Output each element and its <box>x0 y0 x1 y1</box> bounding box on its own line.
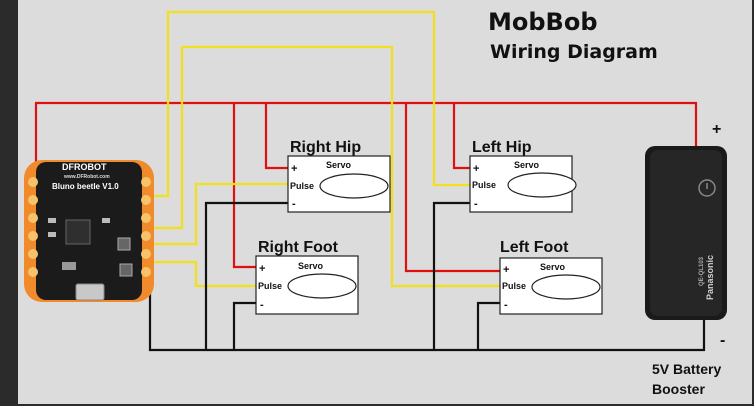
mcu-chip <box>65 219 91 245</box>
minus-pin-label: - <box>474 198 478 210</box>
servo-name: Left Hip <box>472 139 532 156</box>
servo-right-foot: Right Foot Servo + Pulse - <box>255 239 359 315</box>
battery-label-line1: 5V Battery <box>652 361 721 377</box>
minus-pin-label: - <box>260 299 264 311</box>
pulse-pin-label: Pulse <box>472 180 496 190</box>
servo-type-label: Servo <box>298 261 324 271</box>
battery-model: QE-QL103 <box>699 256 705 286</box>
plus-pin-label: + <box>291 163 297 175</box>
servo-name: Right Hip <box>290 139 361 156</box>
board-model: Bluno beetle V1.0 <box>52 182 119 191</box>
battery-plus-label: + <box>712 121 721 138</box>
servo-type-label: Servo <box>326 160 352 170</box>
servo-left-foot: Left Foot Servo + Pulse - <box>499 239 603 315</box>
plus-pin-label: + <box>259 263 265 275</box>
pulse-pin-label: Pulse <box>290 181 314 191</box>
plus-pin-label: + <box>503 264 509 276</box>
pulse-pin-label: Pulse <box>502 281 526 291</box>
pulse-pin-label: Pulse <box>258 281 282 291</box>
minus-pin-label: - <box>504 299 508 311</box>
servo-name: Right Foot <box>258 239 339 256</box>
plus-pin-label: + <box>473 163 479 175</box>
ground-wires <box>148 201 706 352</box>
diagram-subtitle: Wiring Diagram <box>490 41 658 63</box>
bluno-board: DFROBOT www.DFRobot.com Bluno beetle V1.… <box>24 160 154 302</box>
board-brand: DFROBOT <box>62 162 107 172</box>
battery-booster: Panasonic QE-QL103 + - 5V Battery Booste… <box>645 121 727 397</box>
battery-label-line2: Booster <box>652 381 705 397</box>
board-url: www.DFRobot.com <box>63 174 110 180</box>
signal-wires <box>150 10 500 288</box>
power-wires <box>34 101 698 273</box>
servo-type-label: Servo <box>540 262 566 272</box>
usb-port <box>75 283 105 301</box>
servo-left-hip: Left Hip Servo + Pulse - <box>469 139 577 213</box>
servo-type-label: Servo <box>514 160 540 170</box>
power-button-icon <box>698 179 716 197</box>
battery-brand: Panasonic <box>705 255 715 300</box>
minus-pin-label: - <box>292 198 296 210</box>
diagram-title: MobBob <box>488 8 598 36</box>
servo-name: Left Foot <box>500 239 569 256</box>
servo-right-hip: Right Hip Servo + Pulse - <box>287 139 391 213</box>
battery-minus-label: - <box>720 332 725 349</box>
